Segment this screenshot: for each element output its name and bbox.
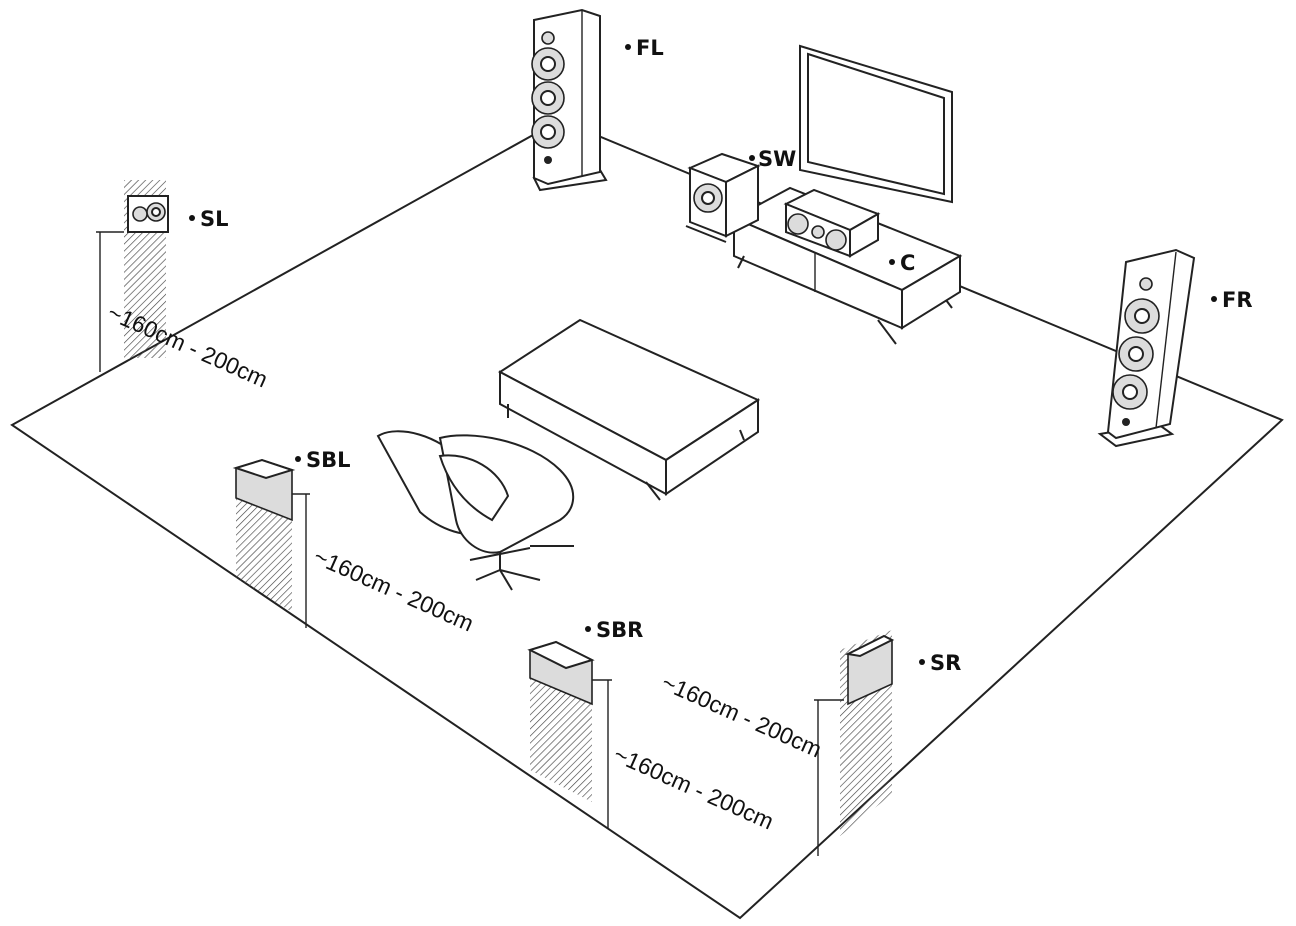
center-speaker xyxy=(783,188,881,258)
television xyxy=(799,44,953,204)
measurement-sbl: ~160cm - 200cm xyxy=(310,543,478,637)
label-sl: SL xyxy=(189,207,229,231)
measurement-sr: ~160cm - 200cm xyxy=(658,669,826,763)
label-sbr-text: SBR xyxy=(596,618,643,642)
label-sbl: SBL xyxy=(295,448,351,472)
surround-right-speaker xyxy=(814,630,895,856)
label-fr-text: FR xyxy=(1222,288,1253,312)
surround-left-speaker xyxy=(96,195,169,372)
label-sbr: SBR xyxy=(585,618,643,642)
label-fl: FL xyxy=(625,36,664,60)
measurement-sbr: ~160cm - 200cm xyxy=(610,741,778,835)
coffee-table xyxy=(498,318,761,501)
surround-back-left-speaker xyxy=(232,458,310,628)
label-sr-text: SR xyxy=(930,651,961,675)
label-sw: SW xyxy=(749,147,796,171)
front-left-speaker xyxy=(531,8,608,192)
label-c-text: C xyxy=(900,251,915,275)
label-sw-text: SW xyxy=(758,147,796,171)
label-sbl-text: SBL xyxy=(306,448,351,472)
room-floor xyxy=(10,118,1284,920)
label-sr: SR xyxy=(919,651,961,675)
label-c: C xyxy=(889,251,915,275)
front-right-speaker xyxy=(1097,248,1196,448)
label-sl-text: SL xyxy=(200,207,229,231)
lounge-chair xyxy=(376,430,575,591)
subwoofer xyxy=(685,152,761,243)
label-fl-text: FL xyxy=(636,36,664,60)
surround-back-right-speaker xyxy=(527,640,612,828)
label-fr: FR xyxy=(1211,288,1253,312)
